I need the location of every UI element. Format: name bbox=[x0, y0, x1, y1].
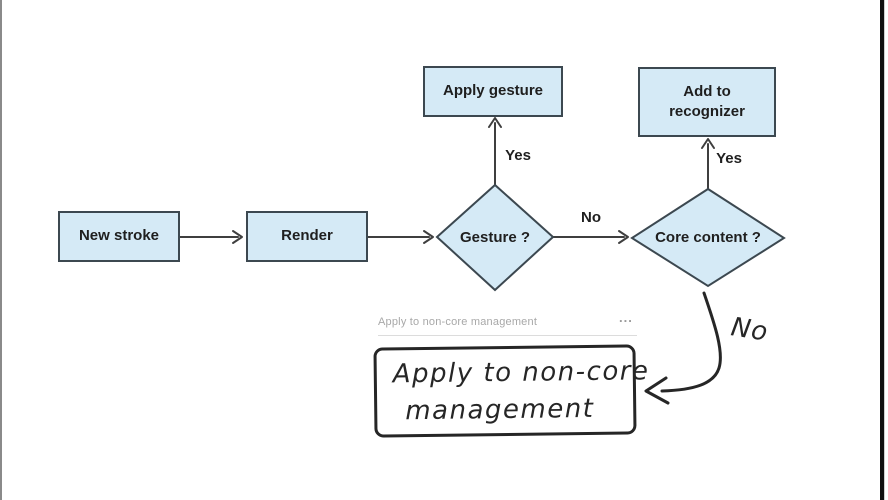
node-add-to-recognizer: Add to recognizer bbox=[638, 67, 776, 137]
screen-right-edge-sliver bbox=[884, 0, 885, 500]
ink-no-connector-stroke bbox=[660, 291, 722, 393]
ink-note-line1: Apply to non-core bbox=[392, 356, 650, 390]
arrowhead-corecontent-addtorecognizer bbox=[701, 138, 715, 149]
ink-note-line2: management bbox=[405, 393, 595, 427]
ink-note-apply-noncore[interactable]: Apply to non-core management bbox=[373, 344, 650, 438]
ink-selection-divider bbox=[378, 335, 637, 336]
screen-left-edge bbox=[0, 0, 2, 500]
node-new-stroke: New stroke bbox=[58, 211, 180, 262]
arrowhead-gesture-corecontent bbox=[618, 230, 629, 244]
arrowhead-render-gesture bbox=[423, 230, 434, 244]
edge-label-gesture-yes: Yes bbox=[505, 147, 531, 164]
core-content-decision-diamond bbox=[630, 187, 786, 288]
node-apply-gesture: Apply gesture bbox=[423, 66, 563, 117]
node-apply-gesture-label: Apply gesture bbox=[442, 82, 544, 100]
arrowhead-gesture-applygesture bbox=[488, 117, 502, 128]
node-add-to-recognizer-label: Add to recognizer bbox=[669, 82, 745, 120]
core-content-decision-label: Core content ? bbox=[655, 229, 761, 246]
gesture-decision-diamond bbox=[435, 183, 555, 292]
edge-label-core-yes: Yes bbox=[716, 150, 742, 167]
node-new-stroke-label: New stroke bbox=[78, 227, 160, 245]
node-render-label: Render bbox=[281, 227, 333, 245]
node-render: Render bbox=[246, 211, 368, 262]
gesture-decision-label: Gesture ? bbox=[459, 229, 531, 246]
ink-no-connector-arrowhead bbox=[644, 376, 670, 405]
arrowhead-newstroke-render bbox=[232, 230, 243, 244]
edge-label-gesture-no: No bbox=[581, 209, 601, 226]
screen-right-edge bbox=[880, 0, 884, 500]
more-options-icon[interactable]: ... bbox=[619, 310, 633, 325]
ink-selection-title: Apply to non-core management bbox=[378, 316, 538, 328]
ink-no-label: No bbox=[728, 312, 771, 348]
